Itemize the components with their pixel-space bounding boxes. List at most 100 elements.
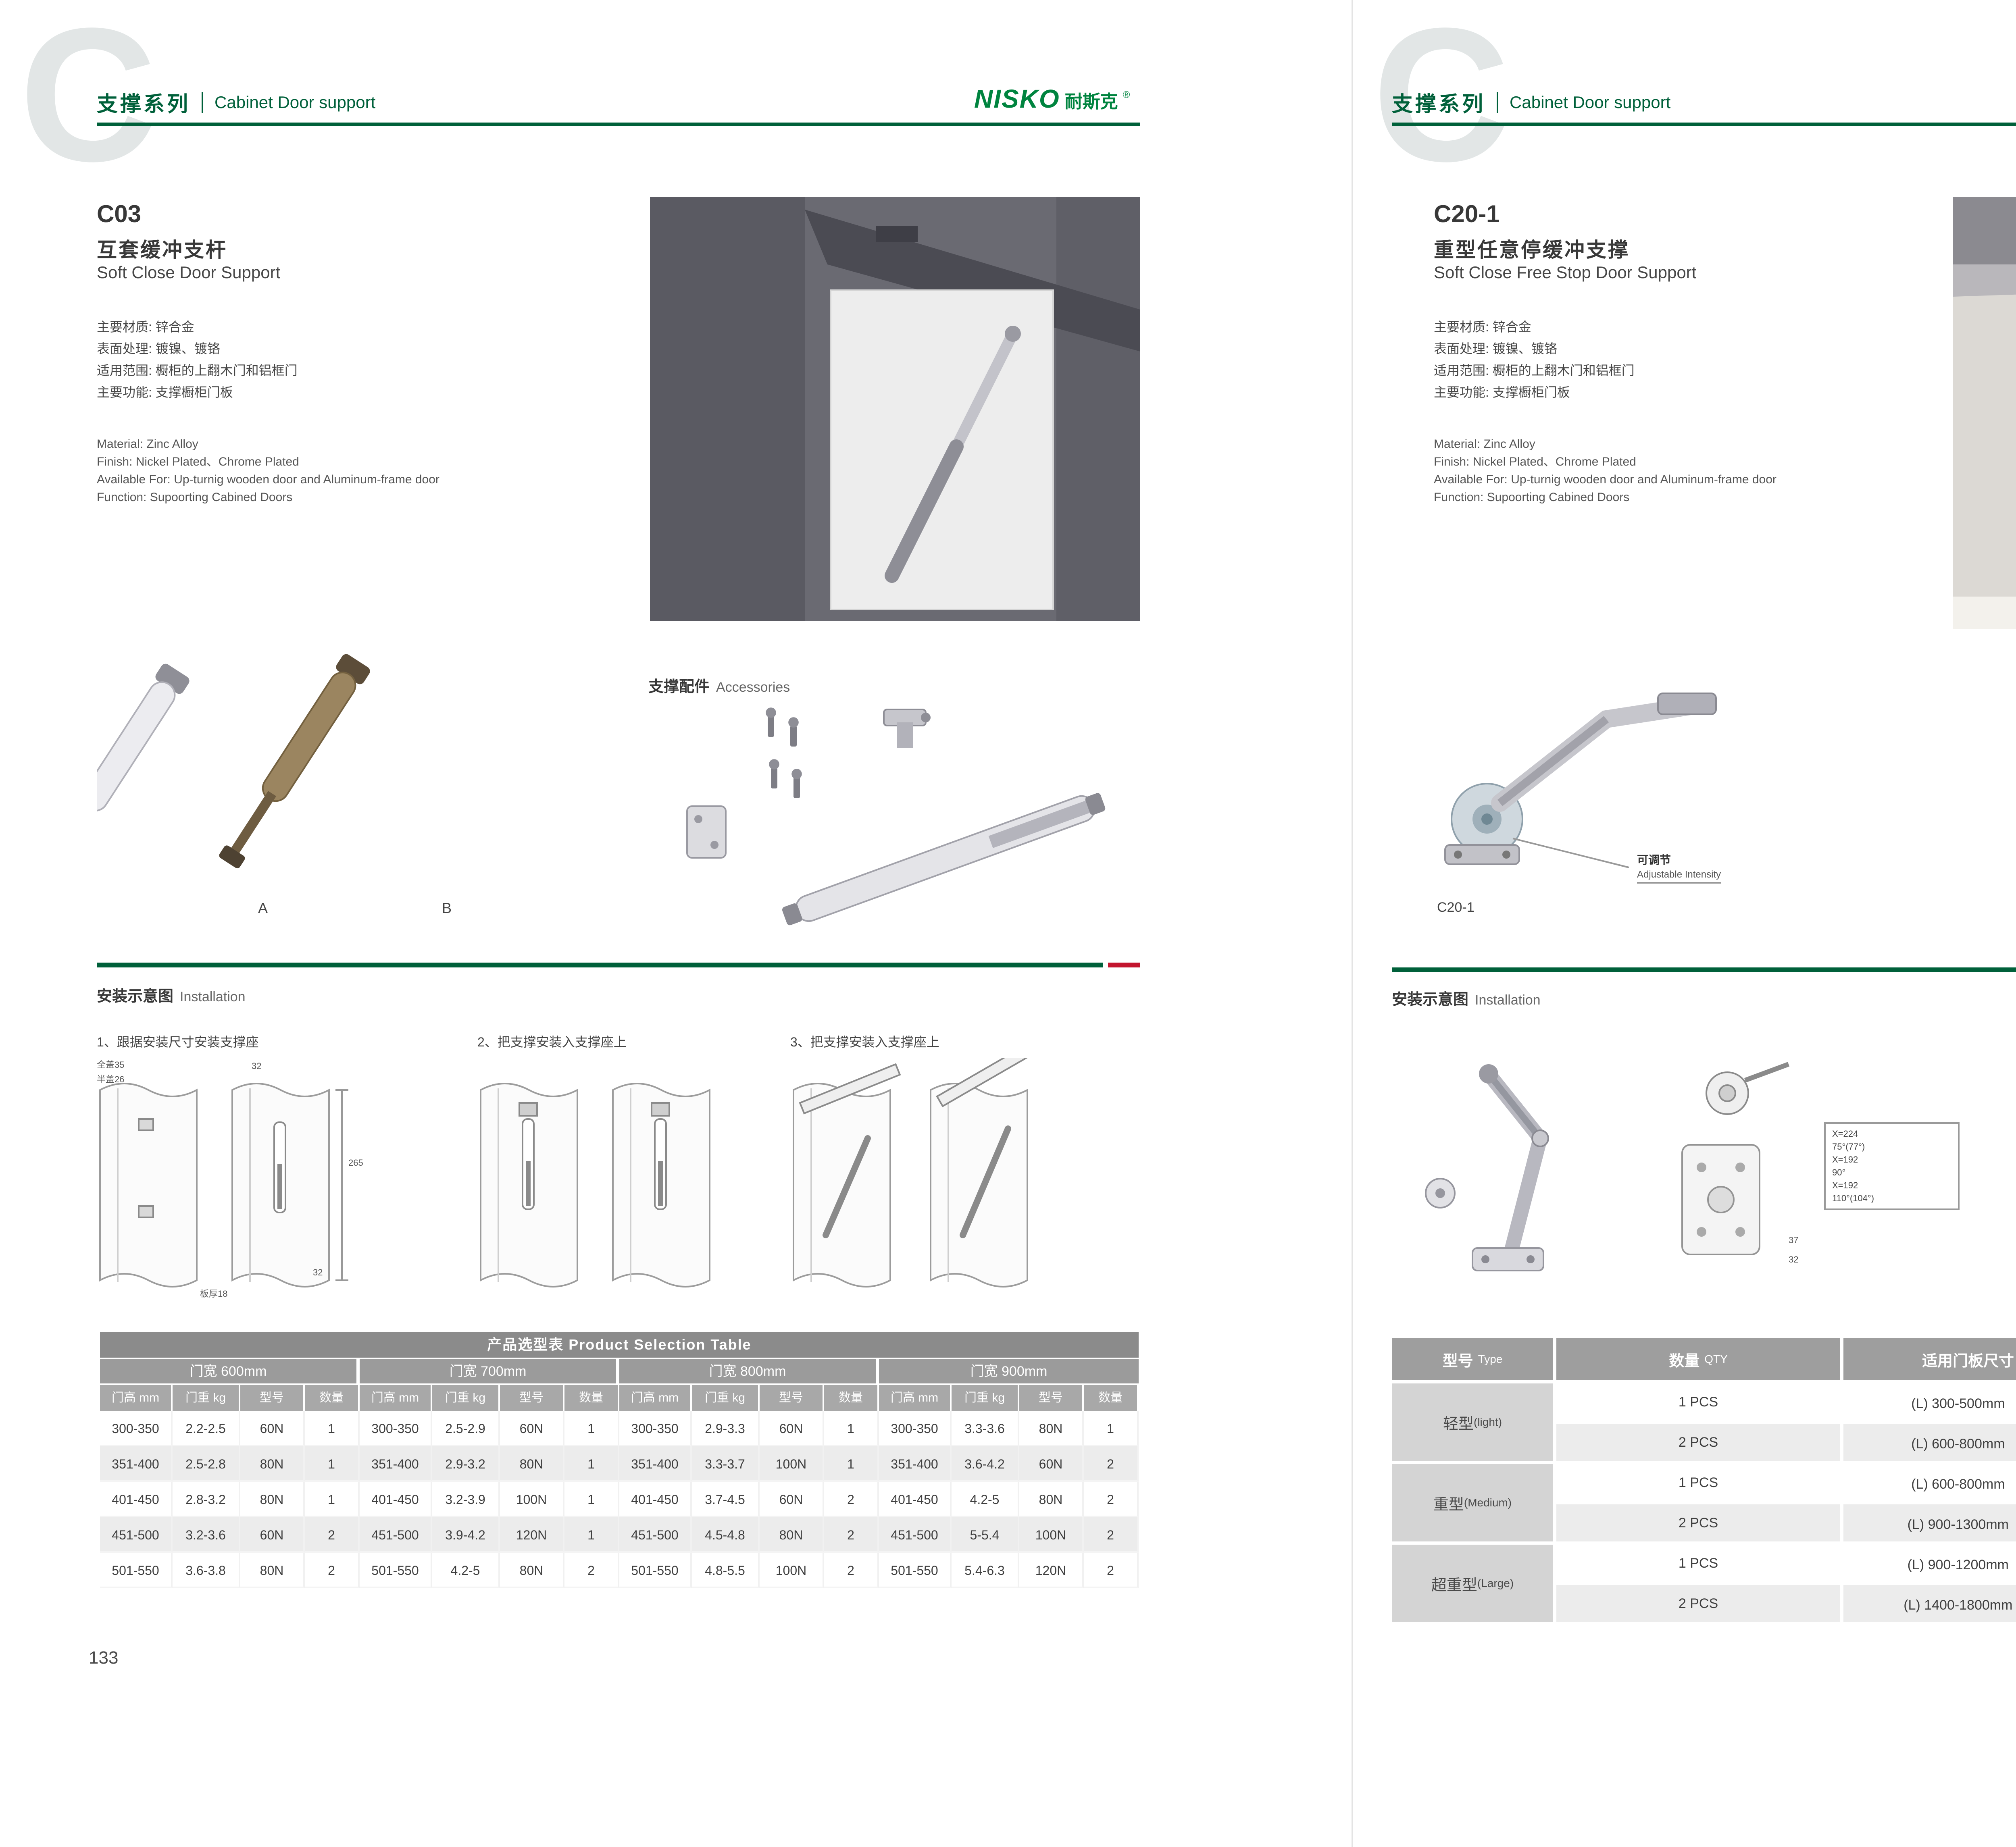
- spec-line: Material: Zinc Alloy: [97, 437, 198, 451]
- table-cell: 80N: [1019, 1411, 1084, 1446]
- table-cell: 5.4-6.3: [952, 1553, 1019, 1588]
- series-title-en: Cabinet Door support: [1510, 92, 1671, 112]
- table-cell: 100N: [760, 1446, 824, 1482]
- table-cell: 5-5.4: [952, 1517, 1019, 1553]
- watermark-c: C: [19, 0, 157, 201]
- column-header: 门重 kg: [173, 1385, 240, 1411]
- table-cell: 1: [564, 1482, 619, 1517]
- table-cell: 60N: [240, 1411, 305, 1446]
- table-cell: 1: [824, 1446, 879, 1482]
- brand-logo: NISKO 耐斯克 ®: [974, 84, 1130, 114]
- step-2-label: 2、把支撑安装入支撑座上: [477, 1035, 627, 1049]
- table-cell: 1 PCS: [1556, 1545, 1840, 1582]
- table-cell: 80N: [1019, 1482, 1084, 1517]
- table-cell: 1: [1084, 1411, 1139, 1446]
- dimension-detail-box: X=224 75°(77°) X=192 90° X=192 110°(104°…: [1824, 1122, 1960, 1210]
- group-header: 门宽 900mm: [879, 1359, 1139, 1383]
- series-title-cn: 支撑系列: [1392, 93, 1486, 116]
- table-cell: 3.6-3.8: [173, 1553, 240, 1588]
- header-en: QTY: [1704, 1353, 1728, 1365]
- column-header: 数量: [1084, 1385, 1139, 1411]
- long-strut-icon: [782, 793, 1106, 926]
- spec-line: Function: Supoorting Cabined Doors: [97, 491, 293, 504]
- installation-label: 安装示意图 Installation: [1392, 987, 1541, 1009]
- table-cell: 100N: [760, 1553, 824, 1588]
- column-header: 门高 mm: [619, 1385, 692, 1411]
- table-cell: (L) 600-800mm （H）400mm: [1843, 1424, 2016, 1461]
- section-divider: [97, 963, 1140, 967]
- type-light: 轻型 (light): [1392, 1383, 1553, 1461]
- group-header: 门宽 600mm: [100, 1359, 360, 1383]
- table-cell: 2.9-3.2: [432, 1446, 500, 1482]
- installation-steps: 1、跟据安装尺寸安装支撑座 2、把支撑安装入支撑座上 3、把支撑安装入支撑座上: [97, 1032, 1142, 1314]
- dim-bottom-32: 32: [313, 1267, 323, 1277]
- spec-line: Finish: Nickel Plated、Chrome Plated: [97, 455, 299, 468]
- spec-line: 主要材质: 锌合金: [1434, 320, 1531, 334]
- specs-chinese: 主要材质: 锌合金 表面处理: 镀镍、镀铬 适用范围: 橱柜的上翻木门和铝框门 …: [97, 316, 298, 403]
- variant-b-label: B: [442, 900, 452, 916]
- specs-english: Material: Zinc Alloy Finish: Nickel Plat…: [1434, 435, 1776, 506]
- spec-line: Function: Supoorting Cabined Doors: [1434, 491, 1630, 504]
- table-cell: 60N: [1019, 1446, 1084, 1482]
- installation-diagrams-right: X=224 75°(77°) X=192 90° X=192 110°(104°…: [1392, 1029, 2016, 1316]
- product-selection-table: 产品选型表 Product Selection Table 门宽 600mm 门…: [100, 1332, 1139, 1588]
- dim-top-32: 32: [252, 1061, 262, 1071]
- product-name-en: Soft Close Free Stop Door Support: [1434, 263, 1697, 282]
- table-title: 产品选型表 Product Selection Table: [100, 1332, 1139, 1358]
- column-header: 门重 kg: [432, 1385, 500, 1411]
- series-title-cn: 支撑系列: [97, 93, 191, 116]
- table-cell: 2.5-2.9: [432, 1411, 500, 1446]
- dim-thickness: 板厚18: [200, 1289, 228, 1299]
- dim-row: X=224: [1832, 1129, 1858, 1139]
- table-cell: 1: [305, 1446, 360, 1482]
- screws-icon: [766, 707, 802, 798]
- table-cell: 60N: [240, 1517, 305, 1553]
- table-cell: 501-550: [100, 1553, 173, 1588]
- table-cell: 1: [305, 1482, 360, 1517]
- accessories-illustration: [686, 707, 1106, 926]
- table-cell: 4.2-5: [432, 1553, 500, 1588]
- type-cn: 重型: [1433, 1496, 1464, 1513]
- window-photo-illustration: [1953, 197, 2016, 629]
- header-cn: 数量: [1669, 1352, 1700, 1370]
- header-type: 型号 Type: [1392, 1338, 1553, 1380]
- table-cell: 401-450: [360, 1482, 432, 1517]
- strut-a: [38, 664, 190, 878]
- installation-label-cn: 安装示意图: [1392, 991, 1469, 1008]
- table-cell: 60N: [760, 1482, 824, 1517]
- header-size: 适用门板尺寸 Cabinet size: [1843, 1338, 2016, 1380]
- table-cell: 1: [564, 1411, 619, 1446]
- column-header: 型号: [240, 1385, 305, 1411]
- dim-32: 32: [1789, 1254, 1799, 1265]
- hex-key-and-bracket: [1681, 1062, 1790, 1255]
- dim-row: X=192: [1832, 1154, 1858, 1165]
- strut-variants-illustration: [38, 654, 370, 878]
- c20-1-illustration: [1444, 693, 1717, 868]
- table-cell: 120N: [500, 1517, 564, 1553]
- table-cell: 2: [824, 1553, 879, 1588]
- spec-line: 适用范围: 橱柜的上翻木门和铝框门: [1434, 363, 1635, 378]
- exploded-arm: [1425, 1064, 1549, 1271]
- header-cn: 型号: [1442, 1352, 1473, 1370]
- accessories-label-cn: 支撑配件: [648, 678, 710, 695]
- table-cell: 2: [564, 1553, 619, 1588]
- table-cell: 120N: [1019, 1553, 1084, 1588]
- spec-line: 表面处理: 镀镍、镀铬: [1434, 341, 1557, 356]
- type-en: (Medium): [1464, 1496, 1512, 1509]
- dim-row: 110°(104°): [1832, 1193, 1874, 1203]
- step-3-label: 3、把支撑安装入支撑座上: [790, 1035, 939, 1049]
- table-cell: 2: [1084, 1482, 1139, 1517]
- spec-line: Available For: Up-turnig wooden door and…: [97, 473, 439, 486]
- table-cell: 2 PCS: [1556, 1424, 1840, 1461]
- table-cell: 2: [305, 1517, 360, 1553]
- series-divider: [1497, 92, 1499, 113]
- table-cell: 2: [824, 1517, 879, 1553]
- series-title-en: Cabinet Door support: [215, 92, 376, 112]
- table-cell: 80N: [240, 1553, 305, 1588]
- brand-logo-cn: 耐斯克: [1064, 92, 1118, 112]
- application-photo: [1953, 197, 2016, 629]
- watermark-c: C: [1372, 0, 1510, 201]
- spec-line: 主要材质: 锌合金: [97, 320, 194, 334]
